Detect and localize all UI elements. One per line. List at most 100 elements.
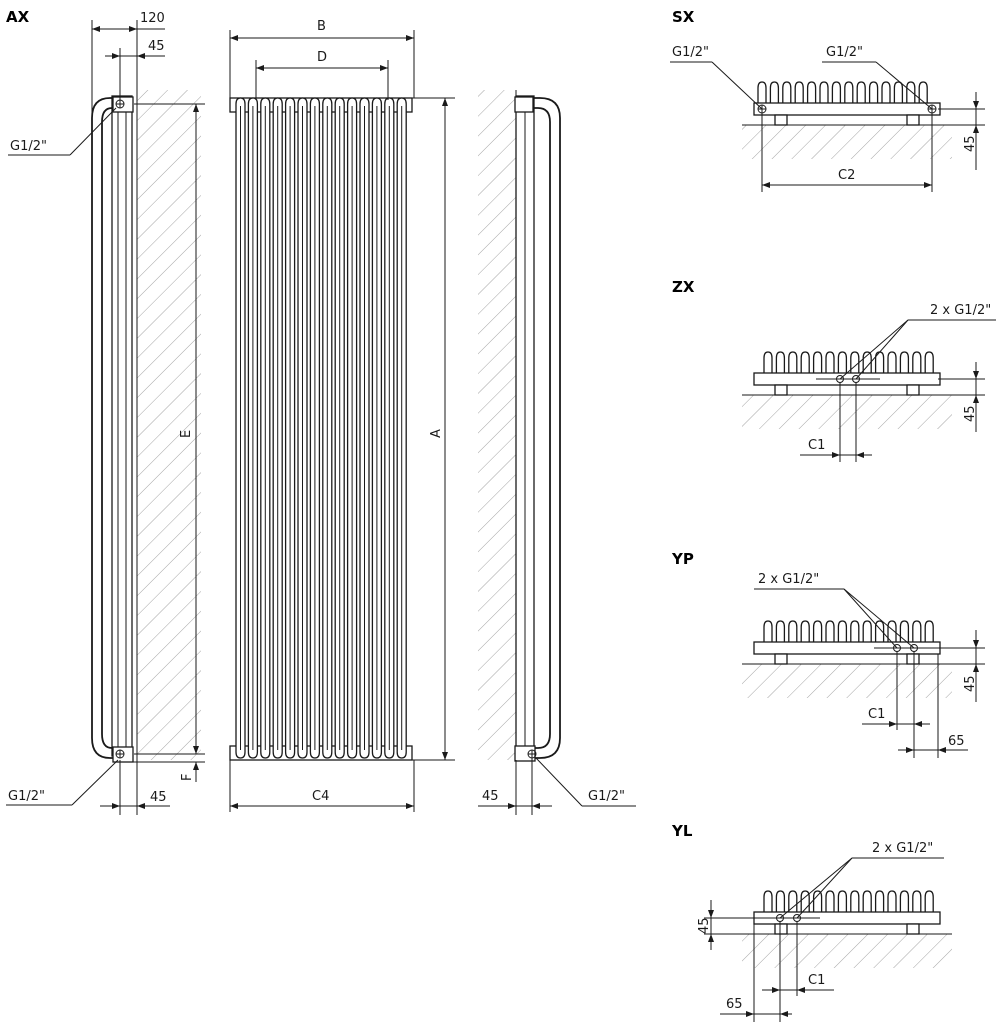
sx-label-left: G1/2" [672,45,709,60]
radiator-column-cap [868,81,879,104]
zx-label: 2 x G1/2" [930,303,991,318]
ax-view: AX 120 45 E [6,8,205,815]
radiator-column-cap [893,81,904,104]
yl-view: YL 2 x G1/2" 45 C1 65 [671,822,952,1022]
yp-dim-c1: C1 [868,707,885,722]
sx-view: SX G1/2" G1/2" 45 C2 [670,8,985,192]
radiator-column-cap [850,890,860,913]
side-label: G1/2" [588,789,625,804]
radiator-column-cap [850,620,860,643]
side-radiator-tube [533,97,561,759]
ax-wall-hatch [137,90,201,760]
radiator-column-cap [775,620,786,643]
radiator-column-cap [782,81,792,104]
yl-dim-c1: C1 [808,973,825,988]
radiator-column-cap [912,620,922,643]
radiator-column-cap [837,620,848,643]
radiator-column-cap [763,890,773,913]
side-dim-45: 45 [482,789,499,804]
yl-radiator-top [763,890,934,913]
front-columns [235,97,407,759]
sx-radiator-top [757,81,928,104]
radiator-column-cap [837,890,848,913]
yl-dim-65: 65 [726,997,743,1012]
radiator-column-cap [825,620,835,643]
ax-radiator-tube [91,97,118,759]
radiator-column-cap [788,351,798,374]
radiator-column-cap [874,890,885,913]
ax-dim-f: F [180,774,195,781]
radiator-column-cap [763,351,773,374]
radiator-column-cap [769,81,780,104]
radiator-column-cap [775,351,786,374]
side-right-view: 45 G1/2" [478,90,636,815]
side-wall-hatch [478,90,516,760]
zx-radiator-top [763,351,934,374]
yp-radiator-top [763,620,934,643]
front-dim-b: B [317,19,326,34]
zx-dim-45: 45 [963,405,978,422]
radiator-column-cap [825,351,835,374]
sx-dim-45: 45 [963,135,978,152]
radiator-column-cap [862,620,872,643]
side-connection-top [514,96,534,113]
yp-dim-65: 65 [948,734,965,749]
radiator-column-cap [887,351,897,374]
sx-title: SX [672,8,695,26]
yp-foot-right [906,653,920,665]
radiator-column-cap [837,351,848,374]
radiator-column-cap [906,81,916,104]
radiator-column-cap [825,890,835,913]
sx-radiator-base [753,102,941,116]
radiator-column-cap [812,620,823,643]
ax-title: AX [6,8,30,26]
radiator-column-cap [887,890,897,913]
radiator-column-cap [794,81,804,104]
ax-dim-45-top: 45 [148,39,165,54]
radiator-column-cap [887,620,897,643]
ax-dim-45-bottom: 45 [150,790,167,805]
ax-collector [111,95,133,757]
yl-floor-hatch [742,934,952,968]
yp-view: YP 2 x G1/2" 45 C1 65 [671,550,985,758]
radiator-column-cap [844,81,854,104]
zx-foot-right [906,384,920,396]
radiator-column-cap [806,81,817,104]
sx-floor-hatch [742,125,952,159]
front-dim-c4: C4 [312,789,329,804]
yp-label: 2 x G1/2" [758,572,819,587]
radiator-column-cap [918,81,928,104]
radiator-column-cap [881,81,891,104]
radiator-column-cap [788,620,798,643]
sx-foot-left [774,114,788,126]
radiator-column-cap [763,620,773,643]
radiator-column-cap [856,81,866,104]
yl-title: YL [671,822,693,840]
front-view: B D C4 A [229,19,455,812]
yl-foot-right [906,923,920,935]
sx-foot-right [906,114,920,126]
radiator-column-cap [912,890,922,913]
yp-title: YP [671,550,694,568]
ax-label-bottom: G1/2" [8,789,45,804]
radiator-column-cap [912,351,922,374]
radiator-column-cap [831,81,842,104]
radiator-column-cap [800,620,810,643]
ax-dim-120: 120 [140,11,165,26]
yp-dim-45: 45 [963,675,978,692]
yl-dim-45: 45 [697,917,712,934]
zx-title: ZX [672,278,695,296]
zx-view: ZX 2 x G1/2" 45 C1 [672,278,996,462]
yl-foot-left [774,923,788,935]
zx-floor-hatch [742,395,952,429]
yl-label: 2 x G1/2" [872,841,933,856]
radiator-column-cap [924,620,934,643]
zx-foot-left [774,384,788,396]
yp-foot-left [774,653,788,665]
radiator-column-cap [819,81,829,104]
side-radiator-tube-inner [533,107,551,749]
radiator-column-cap [812,890,823,913]
yp-floor-hatch [742,664,952,698]
front-dim-d: D [317,50,327,65]
radiator-column-cap [899,351,910,374]
